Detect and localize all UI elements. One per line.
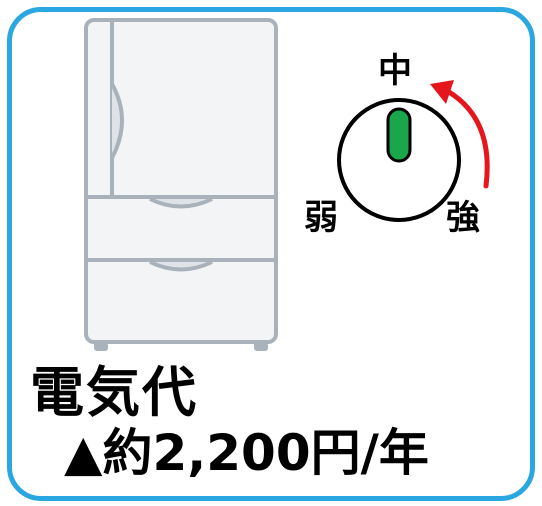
dial-label-mid: 中 xyxy=(378,51,412,91)
rotation-arrow-icon xyxy=(430,80,490,189)
dial-label-strong: 強 xyxy=(446,198,480,238)
fridge-foot-right xyxy=(254,342,268,351)
fridge-drawer-handle-1 xyxy=(149,197,213,209)
cost-title: 電気代 xyxy=(30,361,198,424)
arrow-head xyxy=(430,80,454,104)
refrigerator-icon xyxy=(84,18,278,351)
fridge-drawer-handle-2 xyxy=(149,260,213,272)
dial-knob xyxy=(386,107,412,163)
fridge-door-handle xyxy=(110,83,124,159)
fridge-body xyxy=(84,18,278,344)
arrow-curve xyxy=(446,89,490,189)
fridge-foot-left xyxy=(94,342,108,351)
temperature-dial-icon xyxy=(337,98,461,222)
cost-value: ▲約2,200円/年 xyxy=(64,424,429,482)
dial-label-weak: 弱 xyxy=(304,198,338,238)
